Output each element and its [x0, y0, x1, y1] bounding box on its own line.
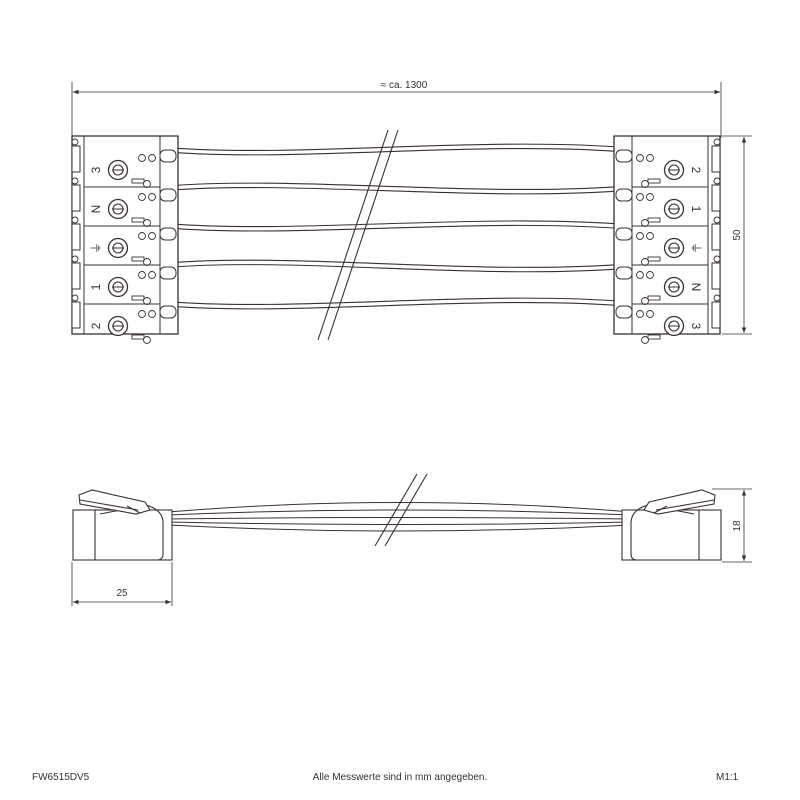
left-terminal-label: 1 — [89, 283, 103, 290]
wire-strand — [169, 264, 631, 273]
dimension-side-height: 18 — [712, 488, 752, 563]
right-terminal-label: 3 — [689, 323, 703, 330]
scale-label: M1:1 — [716, 772, 739, 783]
right-terminal-label: N — [689, 283, 703, 292]
top-view: ≈ ca. 1300 50 3N⏚12 21⏚N3 — [71, 80, 752, 344]
wire-strand — [169, 220, 631, 228]
length-break-symbol — [317, 129, 399, 341]
right-connector-block: 2 1 ⏚ N 3 — [613, 135, 721, 344]
side-view: 18 25 — [71, 473, 752, 606]
right-terminal-label: 1 — [689, 206, 703, 213]
dimension-side-height-label: 18 — [732, 520, 743, 532]
wire-strand — [169, 147, 631, 156]
left-terminal-label: ⏚ — [89, 242, 103, 254]
side-view-break-symbol — [374, 473, 428, 547]
dimension-connector-height-label: 50 — [732, 229, 743, 241]
wire-strand — [169, 186, 631, 195]
wire-strand — [169, 301, 631, 310]
left-side-connector — [72, 489, 173, 561]
left-terminal-label: 3 — [89, 166, 103, 173]
right-terminal-label: 2 — [689, 167, 703, 174]
cable-wires — [169, 143, 631, 310]
wire-strand — [169, 224, 631, 232]
left-terminal-label: 2 — [89, 322, 103, 329]
dimension-connector-height: 50 — [722, 135, 752, 335]
dimension-overall-width-label: ≈ ca. 1300 — [381, 80, 428, 91]
dimension-overall-width: ≈ ca. 1300 — [71, 80, 722, 138]
wire-strand — [169, 297, 631, 306]
wire-strand — [169, 259, 631, 268]
side-view-wires — [167, 502, 633, 532]
wire-strand — [169, 143, 631, 152]
product-code: FW6515DV5 — [32, 772, 90, 783]
dimension-side-width-label: 25 — [116, 588, 128, 599]
left-terminal-label: N — [89, 205, 103, 214]
right-side-connector — [621, 489, 722, 561]
left-connector-block: 3N ⏚ 1 2 — [71, 135, 179, 344]
measurement-note: Alle Messwerte sind in mm angegeben. — [312, 772, 488, 783]
right-terminal-label: ⏚ — [689, 242, 703, 254]
dimension-side-width: 25 — [71, 562, 173, 606]
wire-strand — [169, 182, 631, 191]
